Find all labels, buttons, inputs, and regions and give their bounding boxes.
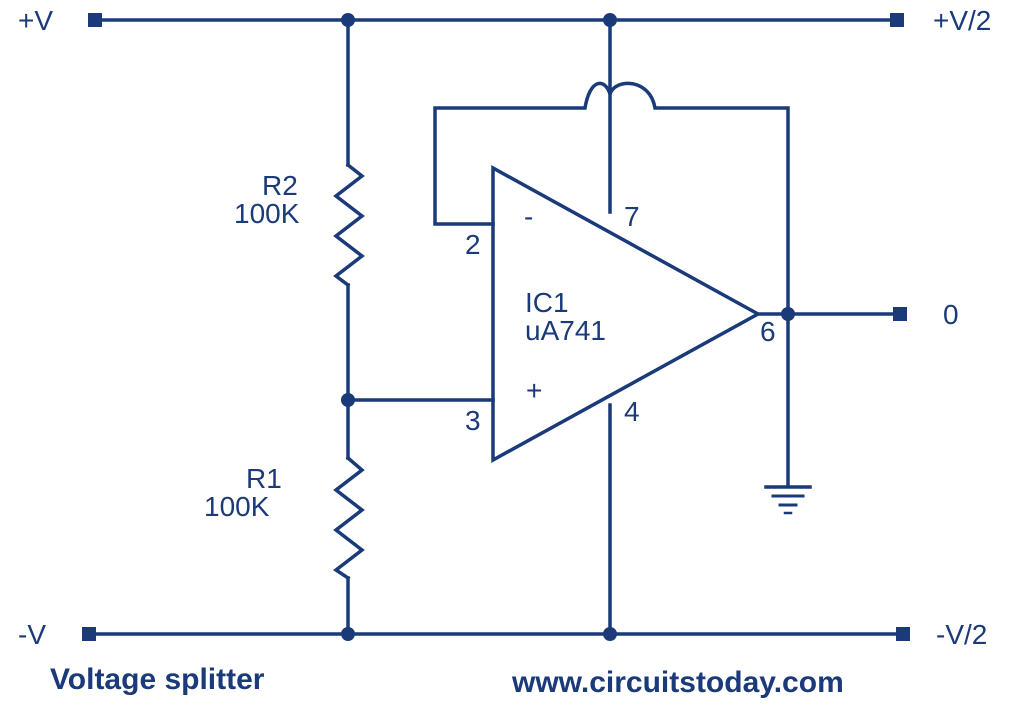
junction-dot-icon (781, 307, 795, 321)
label-pos-supply: +V (18, 5, 53, 36)
terminal-half-neg-icon (896, 627, 910, 641)
ground-symbol-icon (764, 485, 812, 515)
label-neg-supply: -V (18, 619, 46, 650)
junction-dot-icon (603, 13, 617, 27)
opamp-designator: IC1 (525, 287, 569, 318)
caption: Voltage splitter (50, 663, 265, 696)
pin-out-number: 6 (760, 316, 776, 347)
junction-dot-icon (341, 13, 355, 27)
r1-name: R1 (246, 463, 282, 494)
opamp-triangle (491, 165, 762, 463)
pin-noninv-number: 3 (465, 405, 481, 436)
junction-dot-icon (341, 627, 355, 641)
opamp-inv-sign: - (524, 201, 533, 232)
terminal-neg-supply-icon (82, 627, 96, 641)
label-half-neg: -V/2 (936, 619, 987, 650)
pin-vpos-number: 7 (624, 201, 640, 232)
r1-resistor-zigzag-icon (332, 455, 365, 581)
r2-value: 100K (234, 198, 300, 229)
opamp-part: uA741 (525, 315, 606, 346)
terminal-half-pos-icon (890, 13, 904, 27)
junction-dot-icon (603, 627, 617, 641)
r1-value: 100K (204, 491, 270, 522)
website: www.circuitstoday.com (511, 666, 844, 699)
terminal-pos-supply-icon (88, 13, 102, 27)
r2-name: R2 (262, 170, 298, 201)
label-output: 0 (943, 299, 959, 330)
r2-resistor-zigzag-icon (333, 162, 365, 288)
pin-vneg-number: 4 (624, 396, 640, 427)
terminal-output-icon (893, 307, 907, 321)
label-half-pos: +V/2 (933, 5, 991, 36)
opamp-noninv-sign: + (526, 375, 542, 406)
pin-inv-number: 2 (465, 229, 481, 260)
junction-dot-icon (341, 393, 355, 407)
